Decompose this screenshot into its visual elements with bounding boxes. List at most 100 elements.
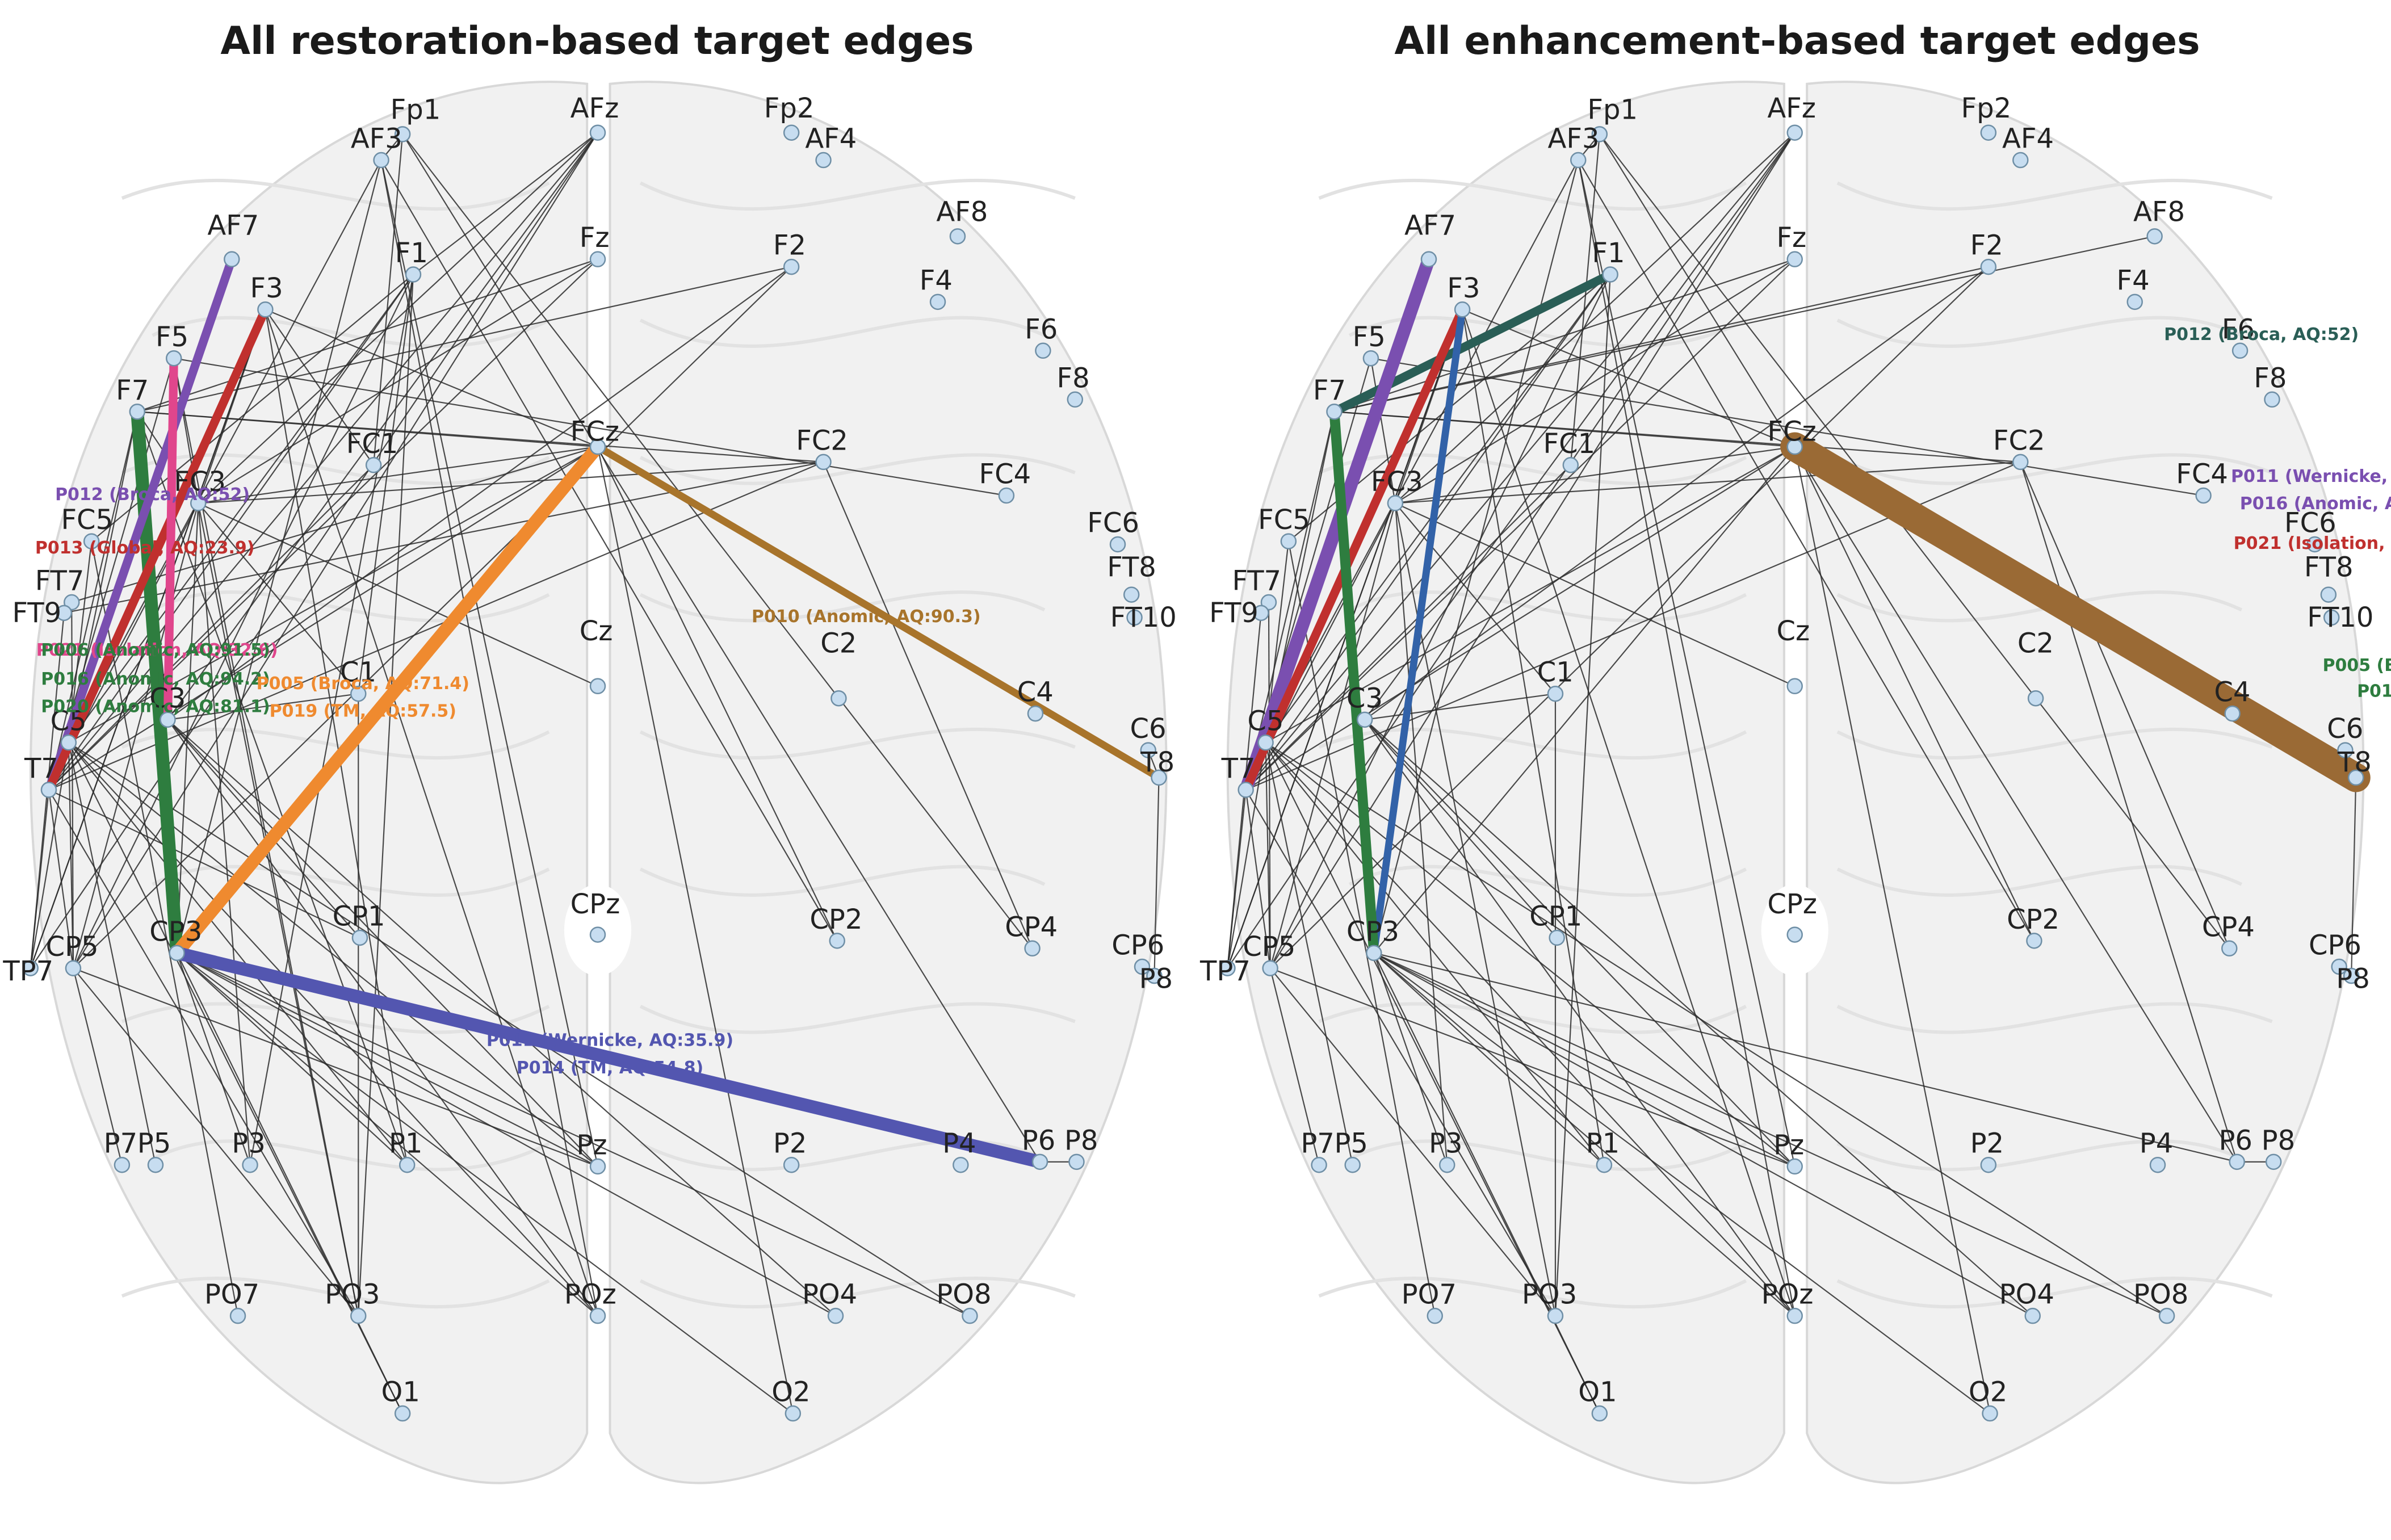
electrode-label-AF8: AF8 [936,196,988,228]
gray-edges [1227,132,2357,1414]
electrode-node-C4 [1027,705,1044,722]
electrode-node-T8 [1151,769,1167,786]
edge-C5-P1 [68,742,408,1165]
edge-FCz-FT7 [71,446,598,603]
electrode-label-F6: F6 [2222,313,2255,345]
gyrus-line [121,1277,550,1309]
electrode-node-P5 [147,1156,164,1173]
edge-CP3-O2 [176,952,794,1414]
target-edge-F7-CP3 [1329,406,1379,958]
electrode-node-P5 [1344,1156,1361,1173]
electrode-node-C4 [2224,705,2241,722]
electrode-node-O1 [1591,1405,1608,1422]
electrode-label-P5: P5 [137,1128,171,1160]
edge-T7-CP5 [48,790,74,968]
patient-label: P014 (TM, AQ:54.8) [2357,682,2391,702]
restoration-panel: All restoration-based target edgesFp1AF3… [2,19,1177,1484]
electrode-label-P7: P7 [1301,1128,1334,1160]
patient-label: P021 (Isolation, AQ:32.6) [2234,534,2391,553]
electrode-label-FC5: FC5 [61,504,113,536]
electrode-label-CP6: CP6 [2309,930,2361,962]
edge-AF3-Pz [380,160,599,1167]
edge-FC3-P3 [198,503,251,1165]
electrode-node-F8 [2264,391,2280,408]
edge-FC1-F3 [265,309,375,465]
edge-T7-TP7 [1227,790,1247,968]
electrode-label-FC1: FC1 [346,428,398,460]
electrode-label-P1: P1 [389,1128,422,1160]
edge-CP3-P1 [176,952,408,1166]
electrode-label-P6: P6 [1022,1124,1055,1156]
edge-AFz-TP7 [30,132,598,969]
electrode-node-P6 [2229,1153,2245,1170]
electrode-label-CP1: CP1 [333,900,385,932]
electrode-node-TP7 [1219,960,1236,976]
gyrus-line [121,453,550,485]
patient-label: P012 (Broca, AQ:52) [55,485,250,505]
patient-label: P019 (TM, AQ:57.5) [270,701,456,721]
target-edge-F5-C3 [163,354,178,724]
electrode-node-FC4 [2195,487,2212,504]
edge-FC3-Cz [198,502,598,687]
edge-Fz-F7 [1334,258,1796,413]
electrode-node-F6 [1035,342,1051,359]
edge-FC2-FC3 [1395,461,2021,504]
edge-F3-POz [1462,309,1796,1316]
electrode-label-AFz: AFz [1767,93,1816,124]
electrode-label-FT8: FT8 [2304,551,2354,583]
electrode-node-C1 [350,685,367,702]
electrode-label-Cz: Cz [1776,615,1810,647]
gyrus-line [1836,1002,2273,1034]
target-edge-AF7-T7 [1239,253,1436,796]
electrode-node-AF3 [373,152,389,169]
electrode-node-F2 [1980,258,1997,275]
electrode-node-F8 [1067,391,1084,408]
electrode-node-FT10 [2323,609,2340,626]
brain-background [1226,81,2365,1484]
electrode-node-PO8 [962,1307,978,1324]
edge-CP3-P6 [1374,952,2237,1163]
electrode-label-T7: T7 [24,753,58,784]
electrode-label-CP2: CP2 [809,904,862,935]
electrode-label-FC6: FC6 [2284,507,2337,539]
electrode-label-F3: F3 [1447,272,1480,304]
edge-AF3-CP3 [1373,160,1579,954]
electrode-node-POz [589,1307,606,1324]
patient-label: P012 (Broca, AQ:52) [2164,325,2359,345]
edge-C3-POz [1364,719,1796,1316]
electrode-node-C3 [1356,711,1373,728]
edge-C5-TP7 [30,742,69,968]
edge-AFz-F1 [413,132,598,275]
edge-CP3-POz [1373,952,1796,1316]
electrode-label-F2: F2 [1970,230,2003,262]
electrode-node-Fz [1786,251,1803,267]
electrode-node-TP8 [2343,967,2360,984]
edge-C1-FC3 [198,502,359,694]
electrode-node-CP6 [2331,958,2347,975]
patient-label: P005 (Broca, AQ:71.4) [257,674,469,694]
left-hemisphere [30,81,589,1484]
electrode-label-C2: C2 [2017,628,2054,660]
electrode-label-CP5: CP5 [46,931,99,963]
edge-F1-P3 [249,274,414,1165]
gyrus-line [1836,1139,2243,1172]
gyrus-line [1318,453,1747,485]
electrode-node-FC1 [1562,457,1579,473]
electrode-label-CPz: CPz [571,888,620,920]
electrode-node-C2 [830,690,847,707]
electrode-label-FT7: FT7 [35,565,85,597]
electrode-node-FC2 [2012,454,2029,471]
electrode-label-CP3: CP3 [149,916,202,947]
edge-AFz-C3 [167,132,598,720]
electrode-label-FC2: FC2 [796,425,848,456]
electrode-label-P5: P5 [1334,1128,1368,1160]
edge-F2-C3 [167,266,792,720]
electrode-node-CP1 [1549,929,1565,946]
electrode-node-AF4 [2012,152,2029,169]
electrode-label-AF7: AF7 [207,210,259,242]
electrode-label-PO4: PO4 [1999,1279,2054,1311]
edge-CP5-P7 [1269,968,1320,1165]
electrode-node-F5 [1362,350,1379,367]
edge-F1-CP5 [1269,274,1611,969]
